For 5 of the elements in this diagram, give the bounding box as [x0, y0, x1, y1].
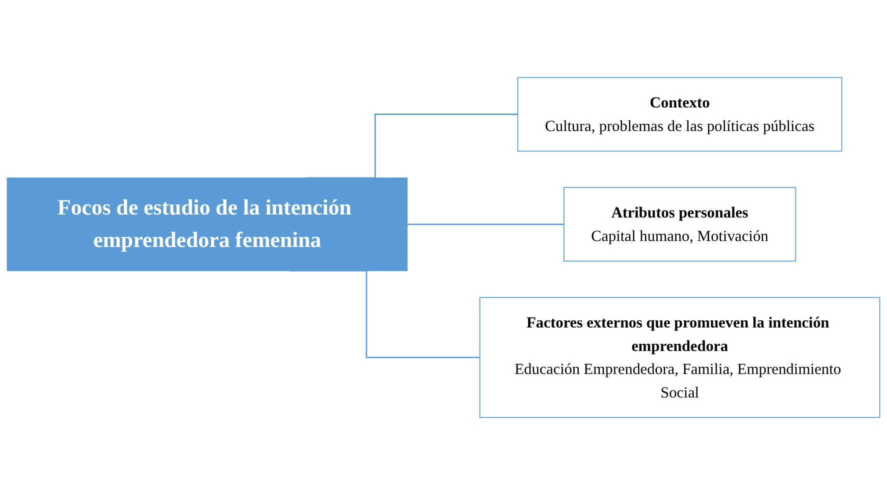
connector	[407, 224, 564, 225]
node-box: Focos de estudio de la intención emprendedora femenina	[6, 178, 408, 272]
node-box: Factores externos que promueven la intención emprendedora Educación Emprendedora, Familia, Emprendimiento Social	[479, 297, 880, 418]
node-box: Atributos personales Capital humano, Motivación	[563, 187, 796, 262]
node-box: Contexto Cultura, problemas de las políticas públicas	[517, 77, 842, 152]
